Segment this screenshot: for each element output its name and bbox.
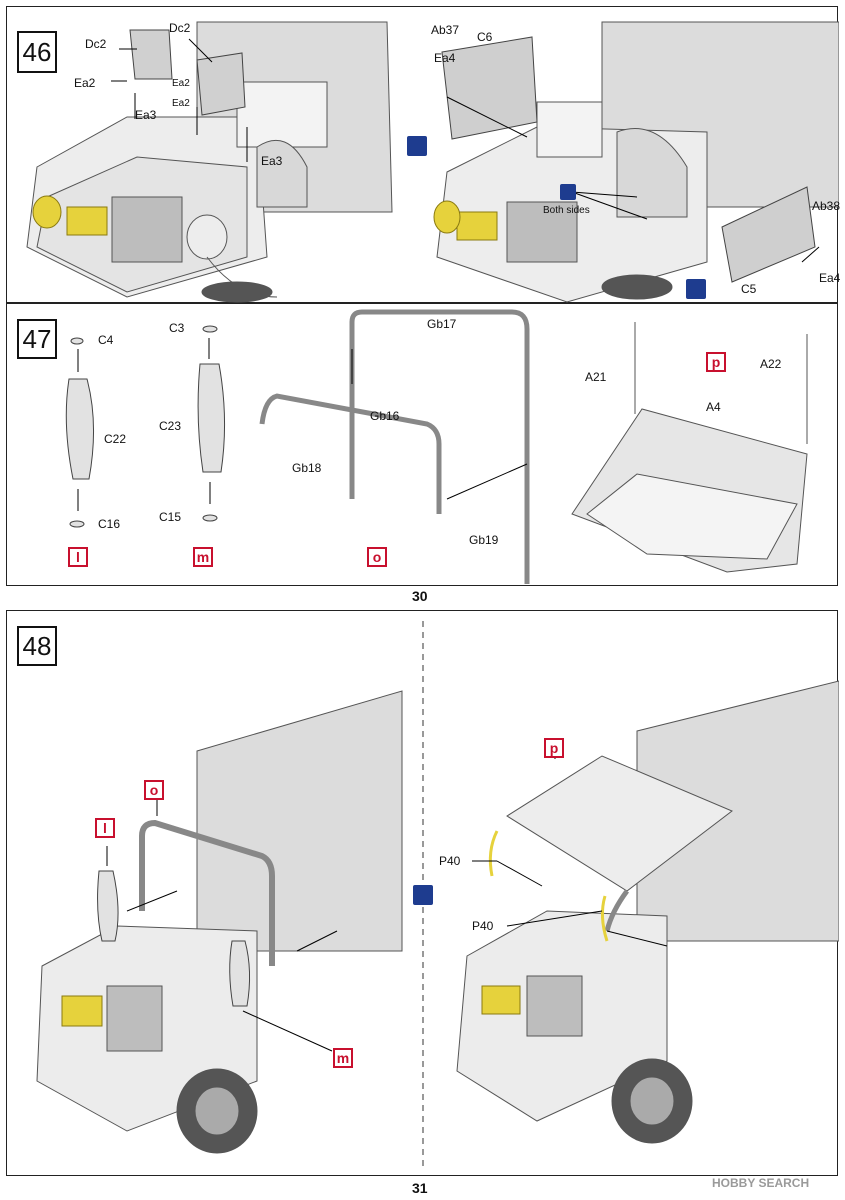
part-label: C23 xyxy=(159,419,182,433)
assembly-o xyxy=(259,309,530,584)
sub-assembly-tag: o xyxy=(367,547,387,567)
part-label: Gb16 xyxy=(370,409,400,423)
part-label: Ea2 xyxy=(172,78,190,89)
both-sides-icon xyxy=(560,184,576,200)
part-label: C22 xyxy=(104,432,127,446)
part-label: C16 xyxy=(98,517,121,531)
step-46-panel: 46 xyxy=(6,6,841,303)
part-label: Ea2 xyxy=(74,76,96,90)
sub-assembly-tag: l xyxy=(95,818,115,838)
page-number: 30 xyxy=(412,588,428,604)
part-label: Ab37 xyxy=(431,23,460,37)
flip-icon xyxy=(407,136,427,156)
step-number: 47 xyxy=(17,319,57,359)
part-label: Gb19 xyxy=(469,533,499,547)
sub-assembly-tag: p xyxy=(544,738,564,758)
part-label: Ea4 xyxy=(434,51,456,65)
sub-assembly-tag: p xyxy=(706,352,726,372)
part-label: Ea4 xyxy=(819,271,841,285)
assembly-m xyxy=(197,325,226,522)
sub-assembly-tag: m xyxy=(333,1048,353,1068)
part-label: Ab38 xyxy=(812,199,841,213)
part-label: P40 xyxy=(439,854,461,868)
part-label: A21 xyxy=(585,370,607,384)
part-label: C3 xyxy=(169,321,185,335)
part-label: C15 xyxy=(159,510,182,524)
part-label: Ea3 xyxy=(135,108,157,122)
step-number: 46 xyxy=(17,31,57,73)
assembly-m-piece xyxy=(229,940,251,1007)
step-48-illustration xyxy=(36,621,839,1171)
vehicle-left xyxy=(36,690,403,1154)
part-label: Ea3 xyxy=(261,154,283,168)
assembly-p xyxy=(571,322,808,573)
step-number: 48 xyxy=(17,626,57,666)
leader-lines-46 xyxy=(111,38,248,162)
canopy-p-installed xyxy=(506,755,733,932)
sub-assembly-tag: o xyxy=(144,780,164,800)
part-label: Gb17 xyxy=(427,317,457,331)
page-number: 31 xyxy=(412,1180,428,1196)
windscreen-panels xyxy=(129,29,246,116)
step-47-illustration xyxy=(65,309,808,584)
side-curtains xyxy=(441,36,816,283)
part-label: Dc2 xyxy=(169,21,191,35)
assembly-o-installed xyxy=(139,819,275,966)
assembly-l xyxy=(65,337,95,528)
sub-assembly-tag: l xyxy=(68,547,88,567)
part-label: C6 xyxy=(477,30,493,44)
vehicle-right xyxy=(456,680,839,1144)
step-46-illustration xyxy=(26,21,839,303)
assembly-l-piece xyxy=(97,870,119,942)
both-sides-note: Both sides xyxy=(543,205,590,216)
part-label: A4 xyxy=(706,400,721,414)
flip-icon xyxy=(413,885,433,905)
part-label: P40 xyxy=(472,919,494,933)
part-label: Dc2 xyxy=(85,37,107,51)
part-label: C5 xyxy=(741,282,757,296)
part-label: A22 xyxy=(760,357,782,371)
watermark: HOBBY SEARCH xyxy=(712,1176,810,1190)
part-label: C4 xyxy=(98,333,114,347)
strap-p40 xyxy=(488,830,609,942)
flip-icon xyxy=(686,279,706,299)
step-47-panel: 47 xyxy=(6,303,838,586)
part-label: Gb18 xyxy=(292,461,322,475)
sub-assembly-tag: m xyxy=(193,547,213,567)
vehicle-right xyxy=(433,21,839,303)
part-label: Ea2 xyxy=(172,98,190,109)
vehicle-left xyxy=(26,21,393,303)
step-48-panel: 48 xyxy=(6,610,839,1176)
